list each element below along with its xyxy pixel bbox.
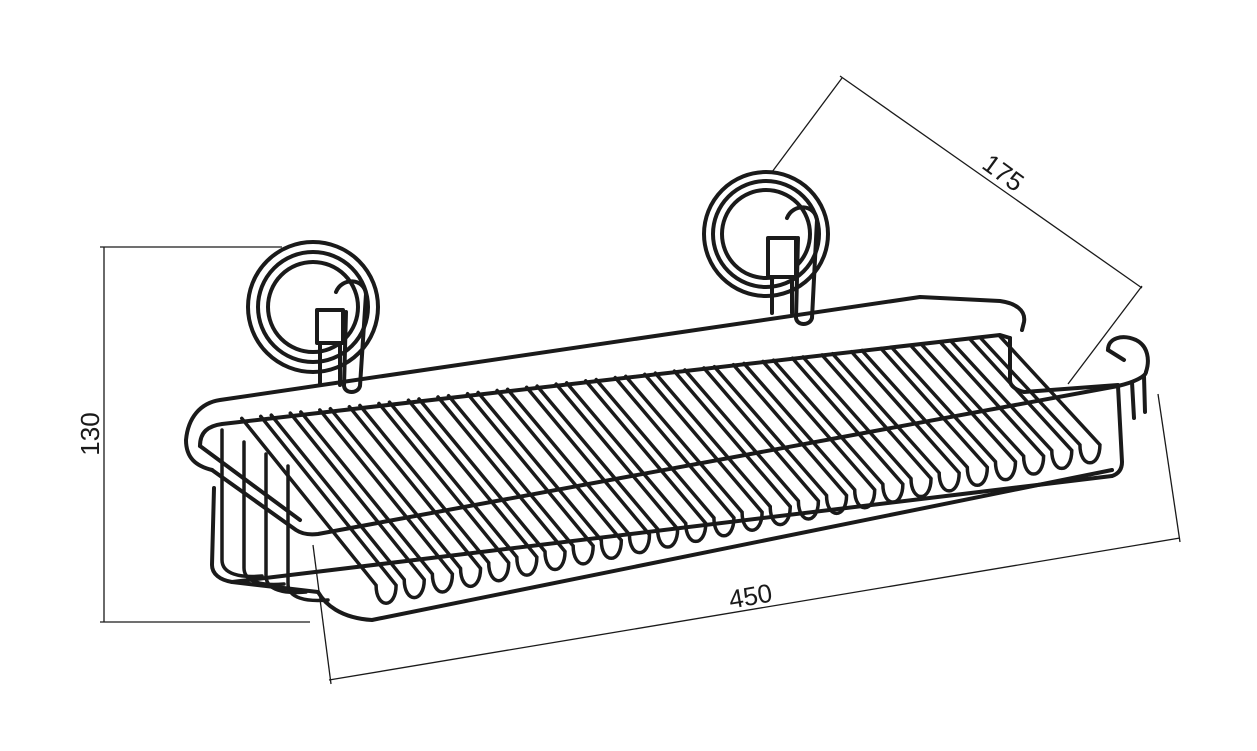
side-wire <box>220 428 264 579</box>
front-wire <box>328 404 483 588</box>
right-wall-mount <box>702 170 830 298</box>
right-hook <box>766 205 819 326</box>
front-wire <box>417 395 567 572</box>
front-wire <box>505 385 652 555</box>
front-wire <box>683 366 821 521</box>
front-wire <box>446 392 595 566</box>
side-wire <box>264 452 308 595</box>
depth-dimension-line <box>839 75 1143 289</box>
front-wire <box>358 401 511 583</box>
front-wire <box>830 350 961 493</box>
left-hook <box>315 279 368 394</box>
width-extension-left <box>312 544 332 685</box>
width-dimension: 450 <box>312 393 1181 685</box>
front-wire <box>564 379 708 543</box>
front-wire <box>476 388 624 560</box>
depth-extension-front <box>1067 285 1143 385</box>
front-wire <box>299 408 455 594</box>
front-wire <box>948 337 1074 470</box>
front-wire <box>771 356 905 504</box>
basket-front-wires <box>240 333 1102 605</box>
front-wire <box>269 411 426 600</box>
front-wire <box>919 340 1046 476</box>
front-wire <box>889 343 1018 482</box>
depth-label: 175 <box>977 148 1030 198</box>
basket-side-wires <box>220 428 330 603</box>
front-wire <box>801 353 933 499</box>
front-wire <box>978 333 1102 465</box>
side-wire <box>286 464 330 603</box>
front-wire <box>387 398 539 577</box>
width-extension-right <box>1157 393 1181 543</box>
front-wire <box>624 372 764 532</box>
width-label: 450 <box>726 578 774 615</box>
width-dimension-line <box>328 537 1181 681</box>
front-wire <box>712 362 849 515</box>
height-dimension: 130 <box>75 246 310 623</box>
front-wire <box>653 369 792 527</box>
side-wire <box>242 440 286 587</box>
front-wire <box>594 375 736 538</box>
front-wire <box>535 382 680 549</box>
front-wire <box>742 359 877 510</box>
height-label: 130 <box>75 412 105 455</box>
front-wire <box>240 414 398 605</box>
left-wall-mount <box>246 240 380 374</box>
depth-extension-back <box>771 77 843 173</box>
front-wire <box>860 346 990 487</box>
